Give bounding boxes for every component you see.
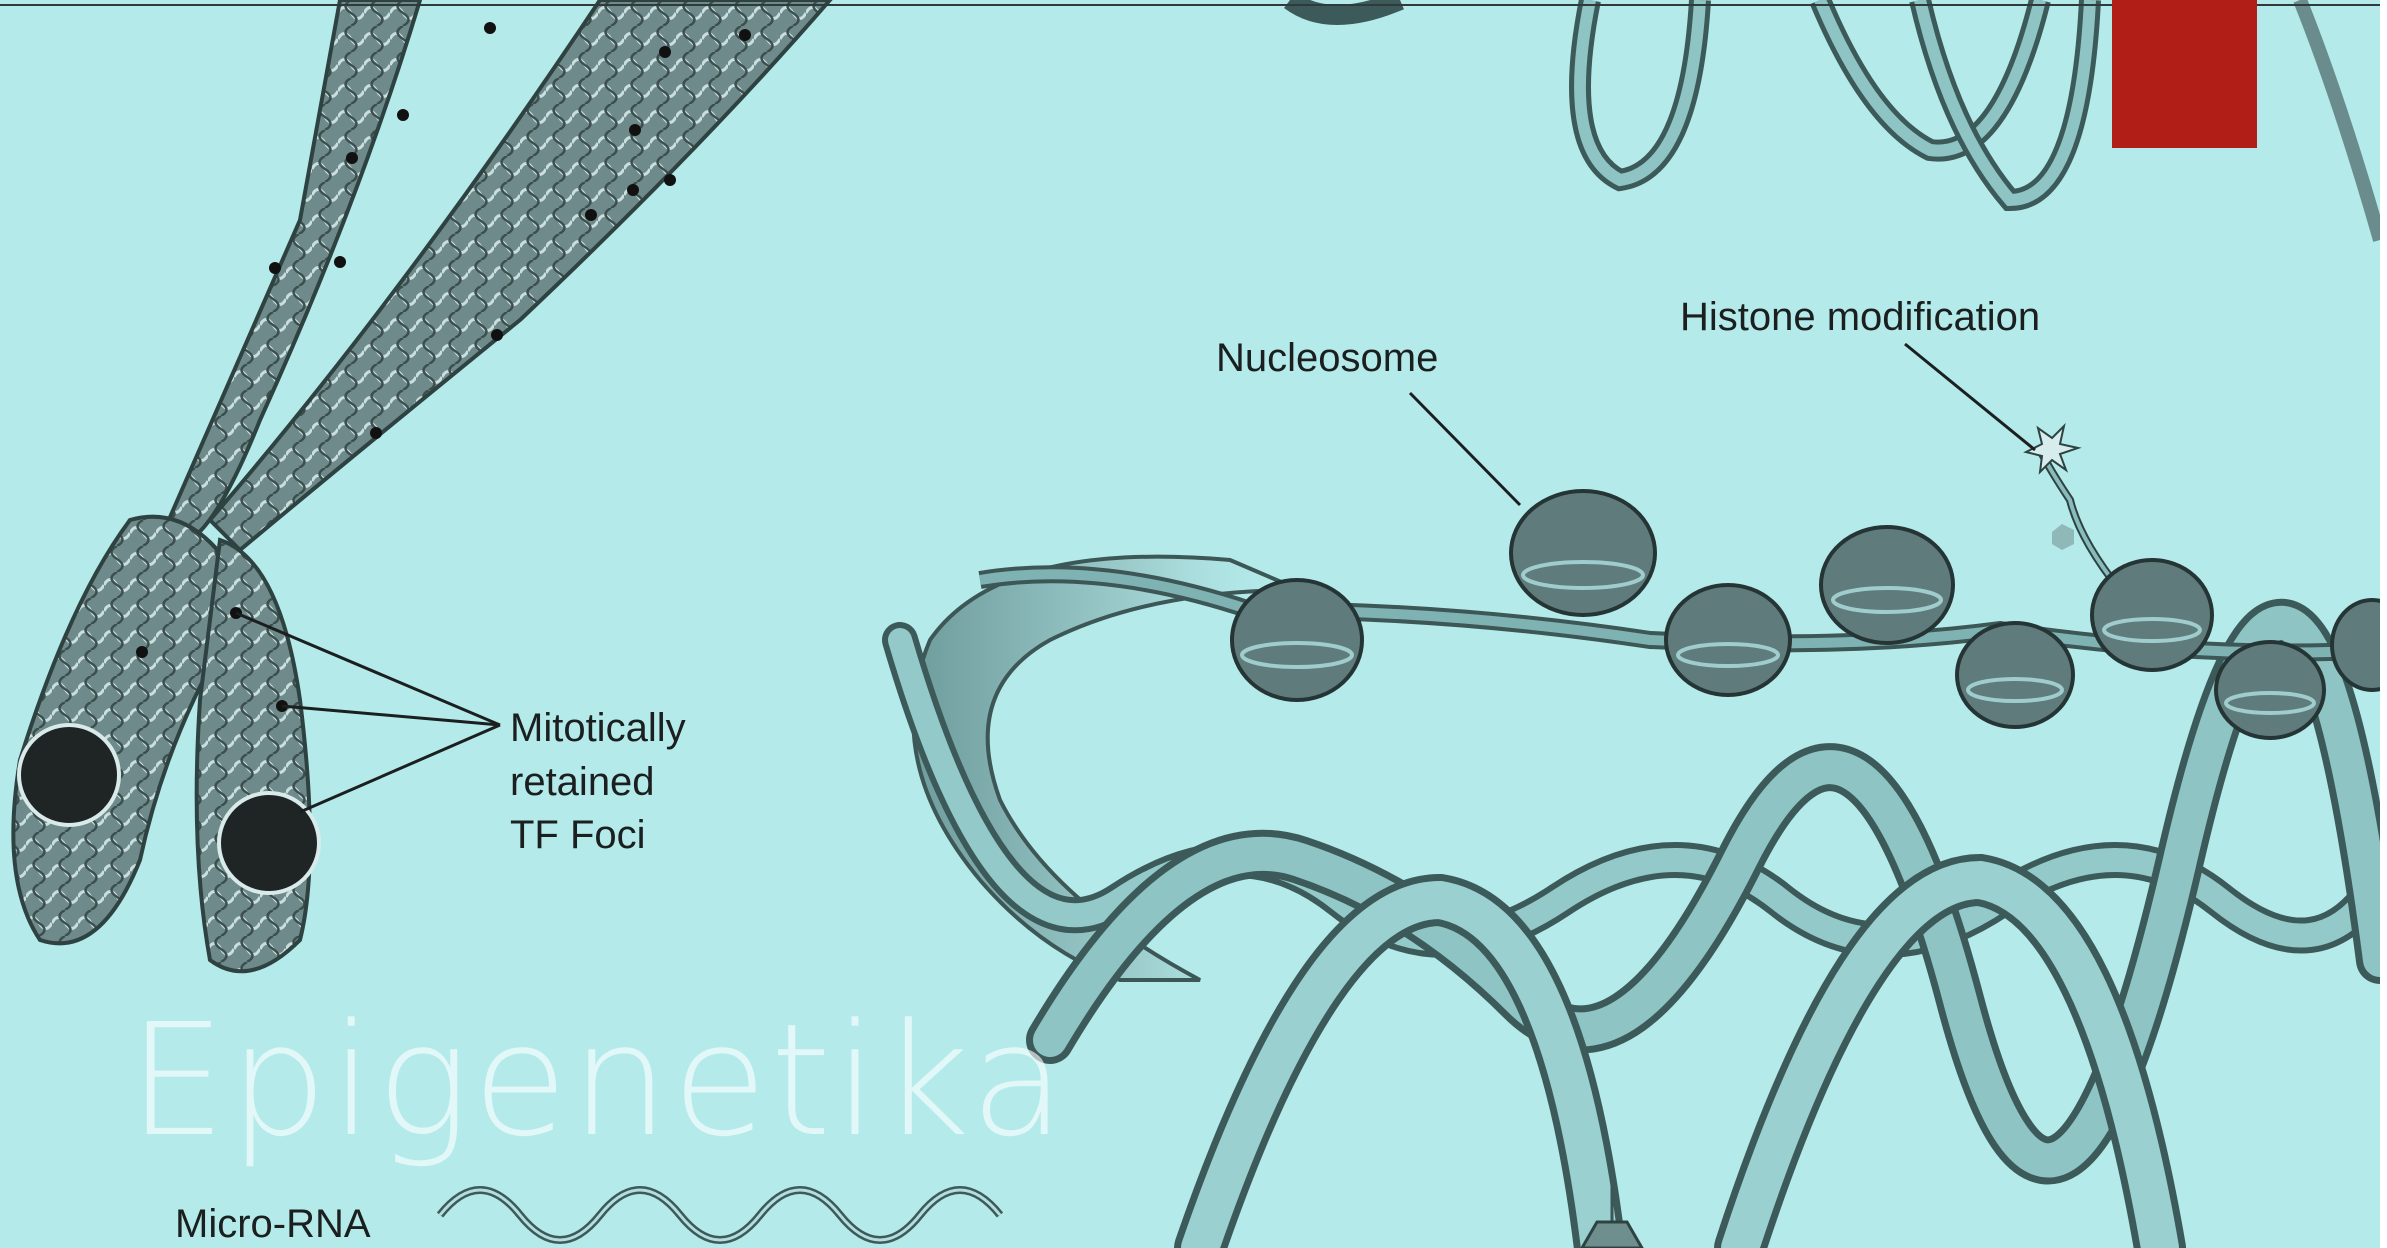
- accent-block: [2112, 0, 2257, 148]
- nucleosome-label: Nucleosome: [1216, 338, 1438, 378]
- histone-modification-label: Histone modification: [1680, 297, 2040, 337]
- tf-foci-label-line1: Mitotically: [510, 708, 686, 748]
- right-edge: [2380, 0, 2387, 1248]
- slide-title: Epigenetika: [128, 1003, 1068, 1158]
- tf-focus: [219, 793, 319, 893]
- tf-focus: [19, 725, 119, 825]
- tf-foci-label-line2: retained: [510, 762, 655, 802]
- tf-foci-label-line3: TF Foci: [510, 815, 646, 855]
- micro-rna-label: Micro-RNA: [175, 1204, 371, 1244]
- top-border: [0, 4, 2387, 6]
